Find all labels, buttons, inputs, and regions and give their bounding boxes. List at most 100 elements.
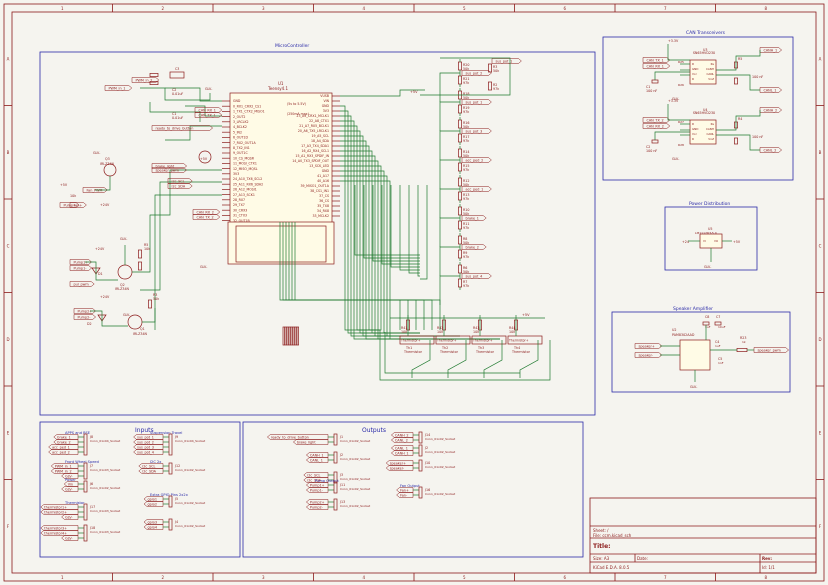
connector-body — [168, 462, 173, 475]
therm-res-ref: R44 — [509, 326, 516, 330]
net-label-box — [69, 202, 87, 208]
mcu-pin-label: 4_BCLK2 — [233, 125, 247, 129]
wire-path — [447, 340, 467, 378]
net-label: CANH_2 — [764, 108, 778, 112]
connector-ref: J5 — [174, 497, 178, 501]
microcontroller-title: MicroController — [275, 43, 309, 49]
wire-path — [654, 71, 690, 80]
wire-path — [95, 176, 111, 191]
title-block — [589, 497, 817, 574]
mosfet-ref: Q1 — [140, 327, 145, 331]
net-label-box — [634, 352, 663, 358]
net-label: gpio4 — [148, 525, 157, 529]
can-pin: CANH — [706, 127, 714, 131]
net-label: CAN_TX_2 — [197, 215, 214, 219]
can-pin: Vcc — [692, 72, 697, 76]
res-value: 10k — [144, 247, 150, 251]
wire-path — [379, 330, 551, 381]
net-label-box — [385, 465, 414, 471]
connector-value: Conn_01x04_Socket — [175, 439, 206, 443]
mcu-value: Teensy4.1 — [267, 86, 288, 91]
can-pin: Vref — [708, 137, 715, 141]
column-marker: 2 — [161, 575, 164, 580]
net-label: PWM_in_2 — [55, 469, 72, 473]
net-label: CANH_1 — [395, 451, 409, 455]
can-block — [602, 36, 794, 181]
resistor — [149, 73, 159, 77]
wire-path — [408, 185, 420, 274]
connector-body — [418, 459, 423, 472]
net-label: acc_ped_2 — [466, 158, 484, 162]
row-marker: E — [819, 430, 822, 435]
net-label: CAN_RX_1 — [199, 108, 216, 112]
net-label: CAN_RX_2 — [647, 124, 664, 128]
cap-ref: C7 — [716, 315, 720, 319]
mcu-pin-label: 22_A8_CTX1 — [309, 119, 329, 123]
can-pin: Vcc — [692, 132, 697, 136]
net-label-box — [759, 147, 782, 153]
mcu-pin-label: 18_A4_SDA — [311, 139, 330, 143]
resistor — [458, 235, 462, 245]
net-label-box — [306, 487, 329, 493]
mcu-pin-label: 0_RX1_CRX2_CS1 — [233, 104, 261, 108]
divider-value: 50k — [463, 241, 469, 245]
microcontroller-block — [39, 51, 596, 416]
wire-path — [439, 246, 460, 276]
net-label: CAN_TX_2 — [647, 118, 664, 122]
header-pin — [286, 326, 289, 346]
connector-ref: J13 — [339, 500, 345, 504]
net-label: Pump2+ — [310, 500, 325, 504]
connector-body — [333, 481, 338, 494]
divider-value: 97k — [463, 81, 469, 85]
resistor — [149, 81, 159, 85]
mcu-pin-label: 3_LRCLK2 — [233, 120, 249, 124]
divider-ref: R15 — [463, 164, 470, 168]
can-pin: CANL — [706, 132, 714, 136]
mcu-pin-label: 5_IN2 — [233, 130, 242, 134]
amp-cap — [714, 321, 722, 326]
net-label: CANL_2 — [395, 438, 408, 442]
row-marker: A — [819, 56, 822, 61]
res-ref: R28 — [678, 143, 684, 147]
net-label: brake_light — [297, 440, 316, 444]
net-label-box — [167, 183, 193, 189]
mcu-pin-label: 6_OUT1D — [233, 136, 248, 140]
wire-path — [132, 255, 151, 273]
divider-ref: R2 — [493, 83, 497, 87]
net-label-box — [69, 265, 92, 271]
row-marker: A — [7, 56, 10, 61]
row-marker: C — [819, 243, 822, 248]
net-label-box — [461, 186, 492, 192]
mosfet-ref: Q2 — [120, 283, 125, 287]
divider-ref: R13 — [463, 193, 470, 197]
res-ref: R27 — [678, 120, 684, 124]
net-label: sus_pot_3 — [137, 445, 154, 449]
mcu-pin-label: 16_A2_RX4_SCL1 — [301, 149, 329, 153]
mcu-pin-label: 40_A16 — [317, 179, 329, 183]
mcu-pin-label: 12_MISO_MQSL — [233, 167, 258, 171]
net-label-box — [391, 437, 414, 443]
connector-ref: J7 — [89, 464, 93, 468]
net-label: i2c_SDA — [172, 184, 186, 188]
inputs-block — [39, 421, 241, 558]
divider-value: 50k — [493, 69, 499, 73]
column-marker: 8 — [764, 6, 767, 11]
connector-value: Conn_01x02_Socket — [425, 450, 456, 454]
divider-ref: R14 — [463, 150, 470, 154]
cap-ref: C8 — [705, 315, 709, 319]
divider-ref: R19 — [463, 106, 470, 110]
wire-path — [340, 89, 425, 97]
gnd-label: GLV- — [93, 151, 101, 155]
gnd-label: GLV- — [205, 87, 213, 91]
wire-path — [381, 185, 420, 265]
net-label-box — [306, 504, 329, 510]
therm-res-value: 10k — [473, 330, 479, 334]
can-pin: Rs — [711, 62, 715, 66]
row-marker: B — [819, 150, 822, 155]
divider-value: 97k — [463, 110, 469, 114]
net-label: Pump1+ — [74, 260, 89, 264]
supply-label: +24 — [682, 240, 689, 244]
can-cap — [651, 139, 659, 144]
divider-value: 50k — [463, 125, 469, 129]
divider-ref: R9 — [463, 251, 467, 255]
